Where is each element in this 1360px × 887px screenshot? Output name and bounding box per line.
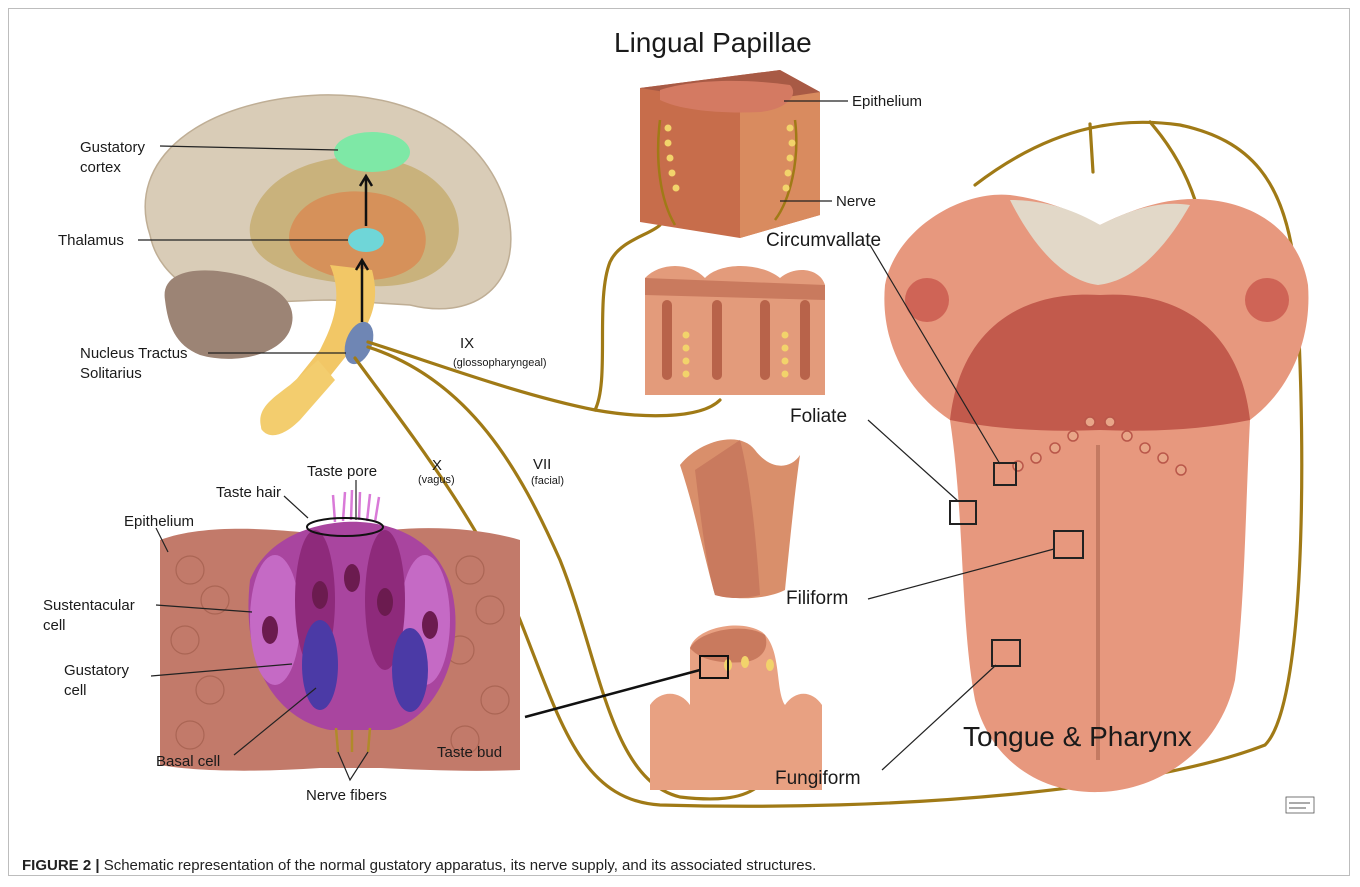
taste-bud-epithelium-label: Epithelium bbox=[124, 513, 194, 530]
filiform-papilla-illustration bbox=[680, 439, 800, 598]
brain-illustration bbox=[145, 95, 511, 435]
ix-nerve-label: IX bbox=[460, 335, 474, 352]
nts-label-2: Solitarius bbox=[80, 365, 142, 382]
ix-nerve-branch bbox=[595, 400, 720, 416]
taste-hair-label: Taste hair bbox=[216, 484, 281, 501]
circumvallate-label: Circumvallate bbox=[766, 230, 881, 251]
fungiform-papilla-illustration bbox=[650, 625, 822, 790]
tongue-illustration bbox=[884, 195, 1308, 793]
circumvallate-papilla-illustration bbox=[640, 70, 820, 238]
sustentacular-label-1: Sustentacular bbox=[43, 597, 135, 614]
ix-nerve-name: (glossopharyngeal) bbox=[453, 357, 547, 369]
x-nerve-label: X bbox=[432, 457, 442, 474]
lingual-papillae-title: Lingual Papillae bbox=[614, 27, 812, 58]
gustatory-cell-label-1: Gustatory bbox=[64, 662, 130, 679]
gustatory-cortex-label-2: cortex bbox=[80, 159, 121, 176]
nts-label-1: Nucleus Tractus bbox=[80, 345, 188, 362]
sustentacular-label-2: cell bbox=[43, 617, 66, 634]
tongue-pharynx-title: Tongue & Pharynx bbox=[963, 721, 1192, 752]
artist-signature-mark bbox=[1286, 797, 1314, 813]
filiform-label: Filiform bbox=[786, 588, 848, 609]
figure-caption: FIGURE 2 | Schematic representation of t… bbox=[22, 857, 1322, 874]
papilla-epithelium-label: Epithelium bbox=[852, 93, 922, 110]
figure-number: FIGURE 2 | bbox=[22, 857, 100, 874]
foliate-leader bbox=[868, 420, 958, 501]
gustatory-cortex-label-1: Gustatory bbox=[80, 139, 146, 156]
foliate-label: Foliate bbox=[790, 406, 847, 427]
foliate-papilla-illustration bbox=[645, 266, 825, 395]
papilla-nerve-label: Nerve bbox=[836, 193, 876, 210]
taste-bud-illustration bbox=[160, 490, 520, 771]
taste-hair-leader bbox=[284, 496, 308, 518]
x-nerve-name: (vagus) bbox=[418, 474, 455, 486]
gustatory-cell-label-2: cell bbox=[64, 682, 87, 699]
nerve-fibers-label: Nerve fibers bbox=[306, 787, 387, 804]
thalamus-marker bbox=[348, 228, 384, 252]
vii-nerve-name: (facial) bbox=[531, 475, 564, 487]
taste-pore-label: Taste pore bbox=[307, 463, 377, 480]
caption-text: Schematic representation of the normal g… bbox=[100, 857, 817, 874]
thalamus-label: Thalamus bbox=[58, 232, 124, 249]
vii-nerve-label: VII bbox=[533, 456, 551, 473]
x-nerve-branch-1 bbox=[1090, 124, 1093, 172]
fungiform-leader bbox=[882, 665, 996, 770]
taste-bud-label: Taste bud bbox=[437, 744, 502, 761]
basal-cell-label: Basal cell bbox=[156, 753, 220, 770]
fungiform-label: Fungiform bbox=[775, 768, 861, 789]
x-nerve-branch-2 bbox=[1150, 122, 1195, 200]
gustatory-cortex-marker bbox=[334, 132, 410, 172]
